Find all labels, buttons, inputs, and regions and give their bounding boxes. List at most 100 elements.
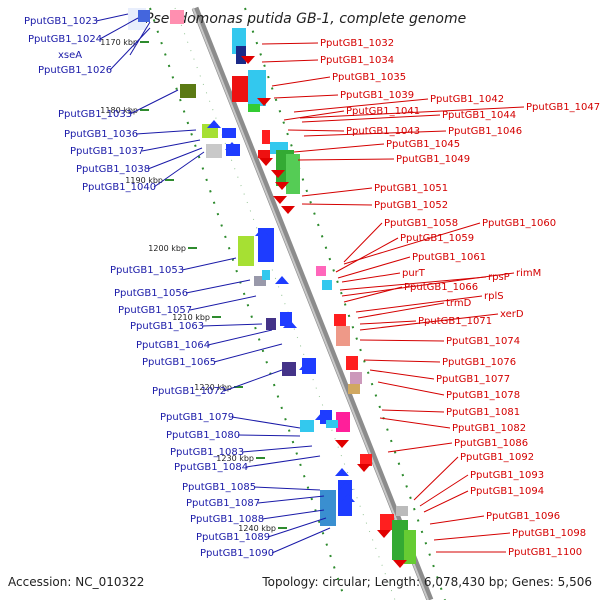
- right-leader-line: [433, 532, 511, 541]
- left-leader-line: [95, 13, 129, 22]
- left-gene-label: PputGB1_1083: [170, 447, 244, 458]
- left-leader-line: [231, 416, 301, 429]
- gene-feature: [360, 454, 372, 466]
- right-gene-label: PputGB1_1077: [436, 374, 510, 385]
- right-gene-label: PputGB1_1041: [346, 106, 420, 117]
- right-gene-label: purT: [402, 268, 426, 279]
- right-leader-line: [379, 417, 451, 429]
- right-leader-line: [301, 114, 441, 123]
- gene-feature: [396, 506, 408, 516]
- reverse-gene-arrow: [393, 560, 407, 568]
- left-gene-label: PputGB1_1024: [28, 34, 102, 45]
- right-leader-line: [339, 276, 487, 291]
- left-gene-label: PputGB1_1088: [190, 514, 264, 525]
- gene-feature: [300, 420, 314, 432]
- right-gene-label: PputGB1_1035: [332, 72, 406, 83]
- left-leader-line: [223, 369, 283, 392]
- left-leader-line: [241, 445, 313, 453]
- genome-backbone: [191, 6, 434, 600]
- right-leader-line: [293, 98, 429, 113]
- right-gene-label: rplS: [484, 291, 504, 302]
- left-leader-line: [213, 343, 283, 363]
- gene-feature: [206, 144, 222, 158]
- gene-feature: [316, 266, 326, 276]
- right-gene-label: PputGB1_1044: [442, 110, 516, 121]
- genome-stats-text: Topology: circular; Length: 6,078,430 bp…: [261, 575, 592, 589]
- reverse-gene-arrow: [335, 440, 349, 448]
- right-leader-line: [297, 158, 395, 161]
- right-leader-line: [341, 272, 401, 283]
- left-gene-label: PputGB1_1057: [118, 305, 192, 316]
- gene-feature: [262, 130, 270, 144]
- forward-gene-arrow: [339, 482, 353, 490]
- right-leader-line: [369, 369, 435, 380]
- left-gene-label: PputGB1_1084: [174, 462, 248, 473]
- gene-feature: [236, 46, 246, 64]
- forward-gene-arrow: [225, 142, 239, 150]
- left-leader-line: [181, 257, 237, 271]
- right-leader-line: [261, 59, 319, 63]
- right-leader-line: [343, 286, 403, 303]
- right-gene-label: PputGB1_1043: [346, 126, 420, 137]
- forward-gene-arrow: [255, 228, 269, 236]
- kbp-label: 1190 kbp: [125, 176, 163, 185]
- left-gene-label: PputGB1_1037: [70, 146, 144, 157]
- gene-feature: [282, 362, 296, 376]
- left-gene-label: PputGB1_1090: [200, 548, 274, 559]
- gene-feature: [326, 420, 338, 428]
- left-gene-label: PputGB1_1085: [182, 482, 256, 493]
- forward-gene-arrow: [275, 276, 289, 284]
- gene-feature: [238, 236, 254, 266]
- left-gene-label: PputGB1_1080: [166, 430, 240, 441]
- right-gene-label: PputGB1_1078: [446, 390, 520, 401]
- left-leader-line: [109, 27, 151, 71]
- right-leader-line: [301, 203, 373, 206]
- right-gene-label: PputGB1_1066: [404, 282, 478, 293]
- left-gene-label: PputGB1_1087: [186, 498, 260, 509]
- gene-feature: [346, 356, 358, 370]
- left-leader-line: [147, 147, 203, 170]
- right-gene-label: PputGB1_1074: [446, 336, 520, 347]
- gene-feature: [254, 276, 266, 286]
- left-gene-label: PputGB1_1079: [160, 412, 234, 423]
- left-gene-labels: PputGB1_1023PputGB1_1024xseAPputGB1_1026…: [24, 13, 331, 559]
- left-leader-line: [237, 434, 301, 437]
- gene-feature: [320, 490, 336, 526]
- right-gene-label: PputGB1_1059: [400, 233, 474, 244]
- right-leader-line: [283, 110, 345, 121]
- left-leader-line: [271, 527, 331, 554]
- reverse-gene-arrow: [357, 464, 371, 472]
- right-leader-line: [381, 409, 445, 413]
- right-gene-label: PputGB1_1051: [374, 183, 448, 194]
- right-leader-line: [261, 42, 319, 45]
- gene-feature: [138, 10, 150, 22]
- right-gene-label: PputGB1_1039: [340, 90, 414, 101]
- right-gene-label: xerD: [500, 309, 524, 320]
- right-gene-label: PputGB1_1092: [460, 452, 534, 463]
- left-gene-label: PputGB1_1065: [142, 357, 216, 368]
- kbp-label: 1210 kbp: [172, 313, 210, 322]
- right-gene-label: PputGB1_1071: [418, 316, 492, 327]
- reverse-gene-arrow: [259, 158, 273, 166]
- genome-backbone-highlight: [192, 7, 429, 600]
- reverse-gene-arrow: [377, 530, 391, 538]
- gene-feature: [350, 372, 362, 384]
- right-leader-line: [293, 143, 385, 153]
- inner-left-track: [174, 7, 396, 600]
- left-leader-line: [207, 329, 273, 346]
- gene-feature: [170, 10, 184, 24]
- gene-feature: [266, 318, 276, 330]
- gene-feature: [258, 150, 270, 158]
- gene-feature: [404, 530, 416, 564]
- right-gene-label: PputGB1_1058: [384, 218, 458, 229]
- left-leader-line: [135, 129, 197, 135]
- right-leader-line: [377, 381, 445, 396]
- right-leader-line: [359, 339, 445, 342]
- right-gene-label: PputGB1_1034: [320, 55, 394, 66]
- right-gene-label: PputGB1_1082: [452, 423, 526, 434]
- left-leader-line: [189, 295, 257, 311]
- reverse-gene-arrow: [281, 206, 295, 214]
- kbp-label: 1170 kbp: [100, 38, 138, 47]
- right-leader-line: [413, 456, 459, 501]
- left-gene-label: PputGB1_1026: [38, 65, 112, 76]
